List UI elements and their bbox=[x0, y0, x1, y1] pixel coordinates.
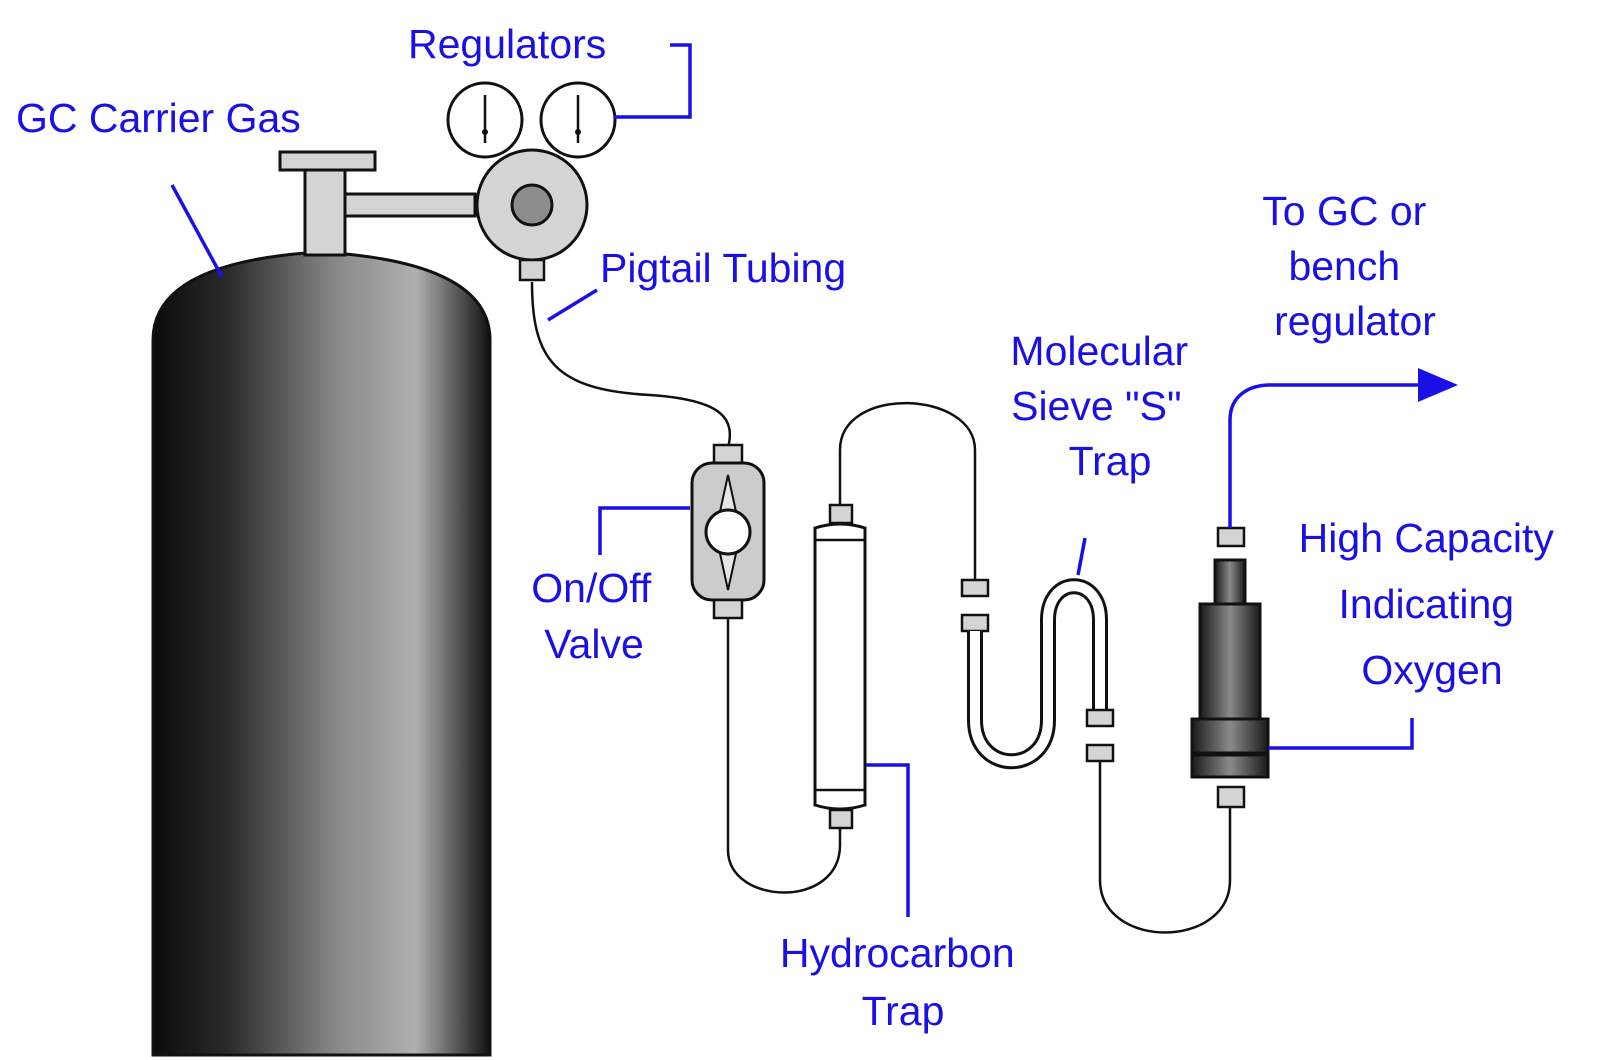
leader-valve bbox=[598, 506, 690, 555]
on-off-valve bbox=[690, 443, 766, 620]
label-regulators: Regulators bbox=[408, 21, 606, 67]
label-carrier-gas: GC Carrier Gas bbox=[16, 95, 301, 141]
regulator-assembly bbox=[446, 81, 617, 282]
leader-oxygen-trap bbox=[1268, 718, 1414, 750]
label-molecular-sieve-trap: Molecular Sieve "S" Trap bbox=[1010, 328, 1199, 484]
outlet-arrow-icon bbox=[1418, 368, 1458, 402]
gas-cylinder bbox=[151, 150, 492, 1057]
label-to-gc: To GC or bench regulator bbox=[1262, 188, 1437, 344]
tubing-valve-to-hydrocarbon-trap bbox=[726, 618, 842, 894]
tubing-hydrocarbon-to-sieve-trap bbox=[838, 401, 977, 580]
regulator-connector-arm bbox=[343, 192, 477, 218]
label-oxygen-trap: High Capacity Indicating Oxygen bbox=[1299, 515, 1566, 693]
leader-regulators bbox=[614, 43, 692, 119]
label-hydrocarbon-trap: Hydrocarbon Trap bbox=[780, 930, 1026, 1034]
leader-pigtail bbox=[547, 288, 598, 322]
leader-sieve-trap bbox=[1076, 537, 1087, 576]
label-pigtail-tubing: Pigtail Tubing bbox=[600, 245, 846, 291]
molecular-sieve-s-trap bbox=[960, 578, 1115, 770]
hydrocarbon-trap bbox=[813, 503, 867, 830]
outlet-flow-line bbox=[1228, 383, 1420, 528]
tubing-sieve-to-oxygen-trap bbox=[1098, 761, 1232, 934]
label-on-off-valve: On/Off Valve bbox=[531, 565, 662, 667]
leader-hydrocarbon-trap bbox=[866, 763, 910, 917]
pigtail-tubing bbox=[530, 281, 732, 449]
leader-carrier-gas bbox=[170, 184, 224, 278]
indicating-oxygen-trap bbox=[1190, 526, 1270, 809]
